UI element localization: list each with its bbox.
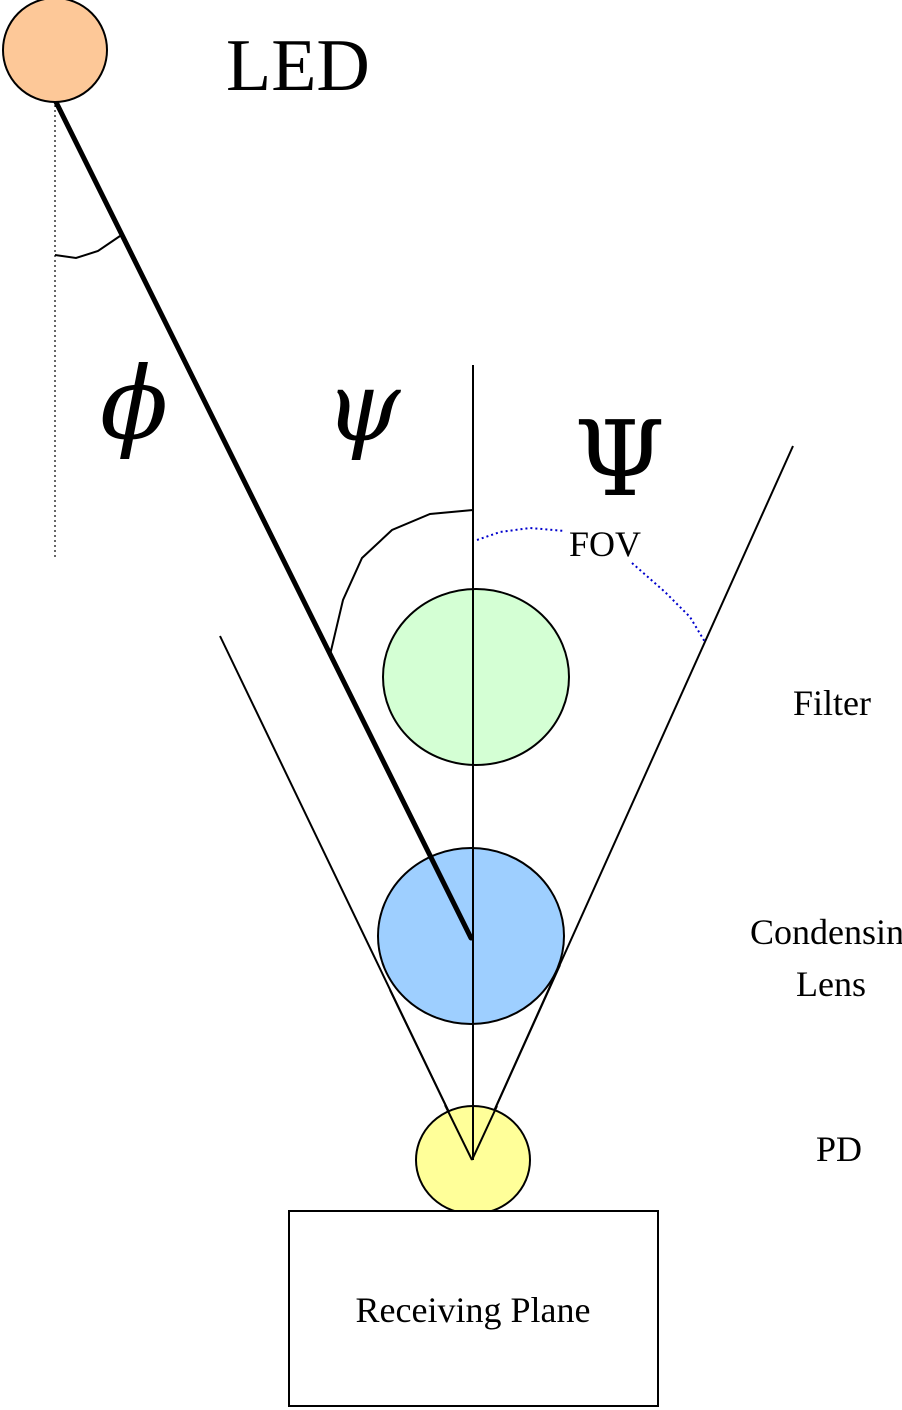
fov-psi-label: Ψ <box>574 398 665 520</box>
fov-arc <box>476 526 566 541</box>
led-circle <box>2 0 108 103</box>
receiving-plane-box <box>288 1210 659 1407</box>
phi-angle-label: ϕ <box>100 345 168 462</box>
fov-left-pd-overlay <box>444 1104 473 1161</box>
led-label: LED <box>226 25 370 107</box>
irradiance-angle-arc <box>54 235 121 260</box>
condensing-lens-label-line2: Lens <box>796 964 866 1004</box>
receiving-plane-label: Receiving Plane <box>356 1290 591 1330</box>
incident-light-ray <box>52 97 474 941</box>
fov-right-pd-overlay <box>471 1105 498 1161</box>
fov-arc-continued <box>631 562 706 643</box>
filter-label: Filter <box>793 683 871 723</box>
fov-label: FOV <box>569 524 641 564</box>
psi-angle-label: ψ <box>325 351 402 463</box>
pd-label: PD <box>816 1129 862 1169</box>
condensing-lens-label-line1: Condensing <box>750 912 902 952</box>
incidence-angle-arc <box>329 509 474 656</box>
filter-circle <box>382 588 570 766</box>
